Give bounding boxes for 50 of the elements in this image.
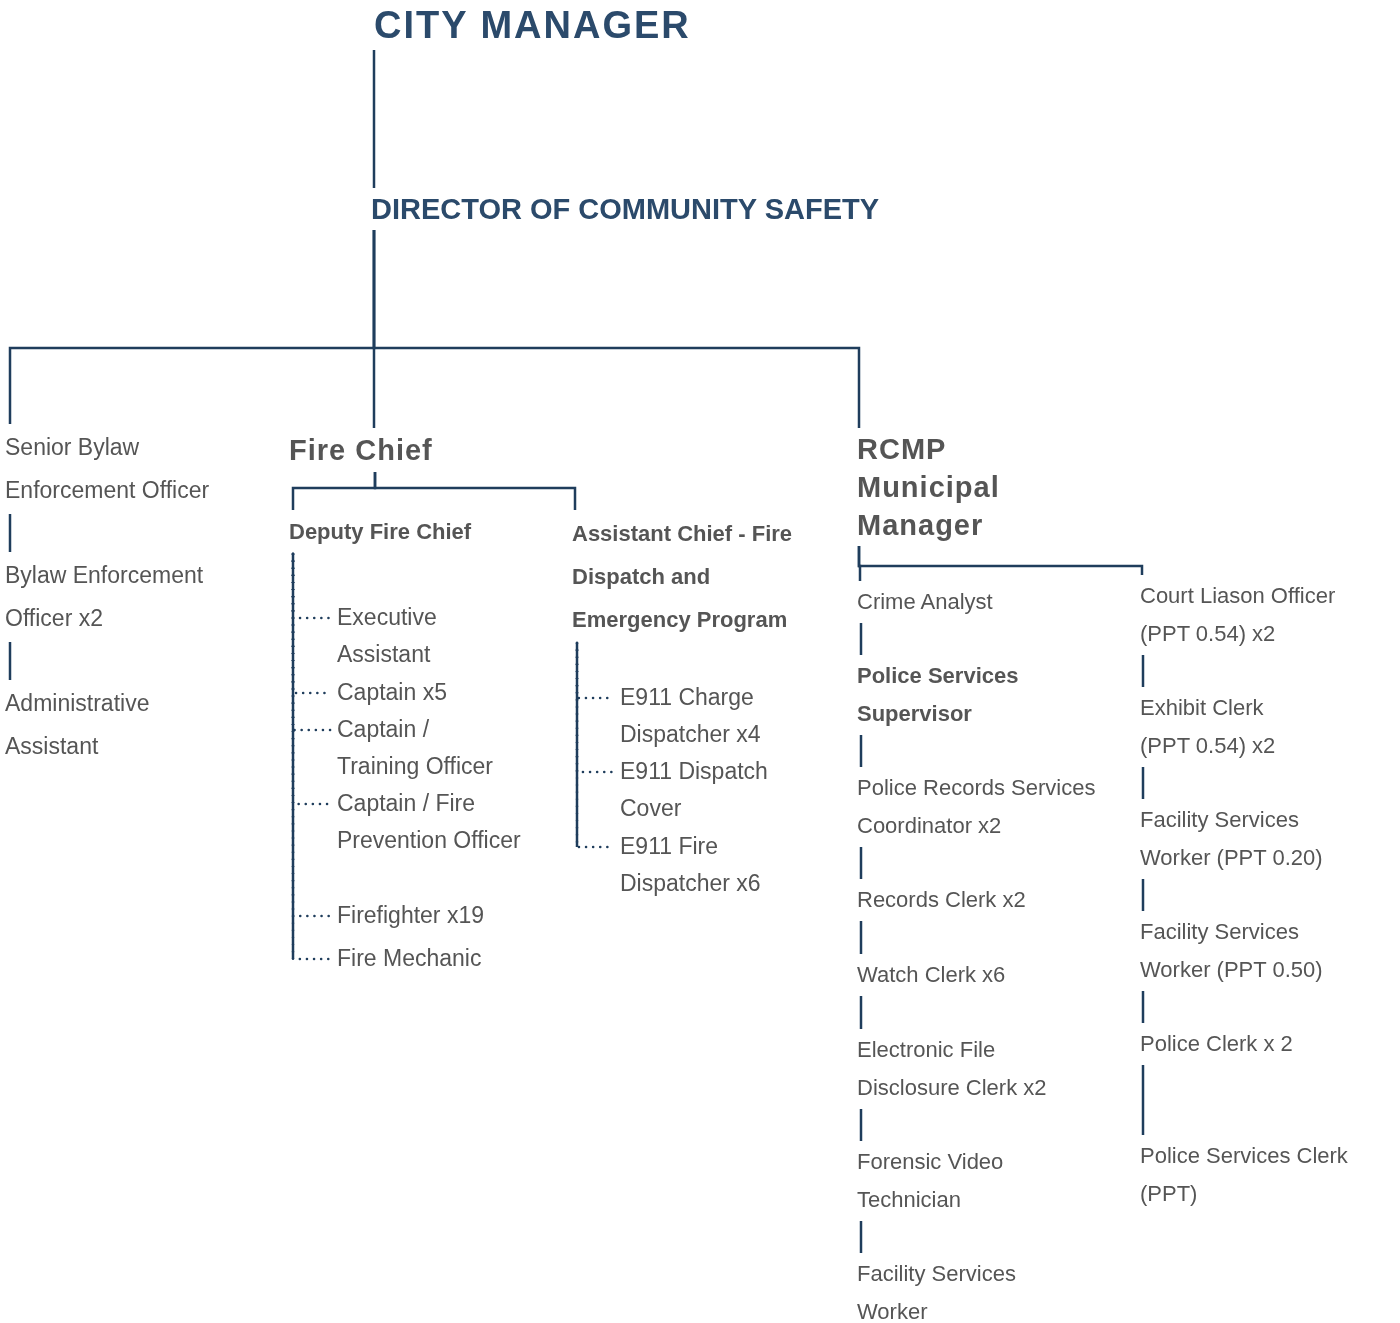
connector-line bbox=[1141, 991, 1145, 1023]
chief-title: Fire Chief bbox=[289, 430, 433, 470]
connector-line bbox=[859, 623, 863, 655]
role-title: Court Liason Officer (PPT 0.54) x2 bbox=[1140, 577, 1355, 653]
connector-line bbox=[8, 642, 12, 680]
role-title: Police Clerk x 2 bbox=[1140, 1025, 1293, 1063]
connector-line bbox=[859, 735, 863, 767]
connector-line bbox=[859, 847, 863, 879]
role-title: Police Records Services Coordinator x2 bbox=[857, 769, 1102, 845]
connector-line bbox=[859, 1109, 863, 1141]
connector-line bbox=[1141, 879, 1145, 911]
role-title: Exhibit Clerk (PPT 0.54) x2 bbox=[1140, 689, 1310, 765]
connector-line bbox=[859, 921, 863, 954]
supervisor-title: Police Services Supervisor bbox=[857, 657, 1102, 733]
assistant-chief-title: Assistant Chief - Fire Dispatch and Emergency Program bbox=[572, 512, 796, 641]
connector-line bbox=[373, 472, 577, 510]
connector-line bbox=[8, 514, 12, 552]
role-title: Forensic Video Technician bbox=[857, 1143, 1102, 1219]
role-title: Facility Services Worker (PPT 0.50) bbox=[1140, 913, 1355, 989]
role-title: Captain / Training Officer bbox=[337, 711, 509, 785]
role-title: Records Clerk x2 bbox=[857, 881, 1026, 919]
connector-line bbox=[859, 996, 863, 1029]
role-title: Watch Clerk x6 bbox=[857, 956, 1006, 994]
connector-line bbox=[372, 230, 861, 428]
connector-line bbox=[1141, 767, 1145, 799]
role-title: Bylaw Enforcement Officer x2 bbox=[5, 554, 245, 640]
role-title: Senior Bylaw Enforcement Officer bbox=[5, 426, 245, 512]
director-title: DIRECTOR OF COMMUNITY SAFETY bbox=[371, 190, 880, 228]
role-title: Captain x5 bbox=[337, 674, 447, 711]
role-title: Facility Services Worker (PPT 0.20) bbox=[1140, 801, 1355, 877]
manager-title: RCMP Municipal Manager bbox=[857, 430, 1087, 544]
role-title: Administrative Assistant bbox=[5, 682, 245, 768]
connector-line bbox=[857, 546, 1144, 575]
deputy-title: Deputy Fire Chief bbox=[289, 512, 472, 552]
role-title: E911 Charge Dispatcher x4 bbox=[620, 679, 800, 753]
connector-line bbox=[372, 50, 376, 188]
role-title: Firefighter x19 bbox=[337, 897, 484, 934]
role-title: Police Services Clerk (PPT) bbox=[1140, 1137, 1390, 1213]
title-heading: CITY MANAGER bbox=[374, 2, 691, 48]
role-title: Captain / Fire Prevention Officer bbox=[337, 785, 522, 859]
role-title: Executive Assistant bbox=[337, 599, 522, 673]
connector-line bbox=[1141, 1065, 1145, 1135]
role-title: Fire Mechanic bbox=[337, 940, 482, 977]
role-title: Electronic File Disclosure Clerk x2 bbox=[857, 1031, 1102, 1107]
role-title: Crime Analyst bbox=[857, 583, 993, 621]
role-title: E911 Dispatch Cover bbox=[620, 753, 800, 827]
connector-line bbox=[859, 1221, 863, 1253]
role-title: Facility Services Worker bbox=[857, 1255, 1077, 1323]
connector-line bbox=[1141, 655, 1145, 687]
role-title: E911 Fire Dispatcher x6 bbox=[620, 828, 800, 902]
